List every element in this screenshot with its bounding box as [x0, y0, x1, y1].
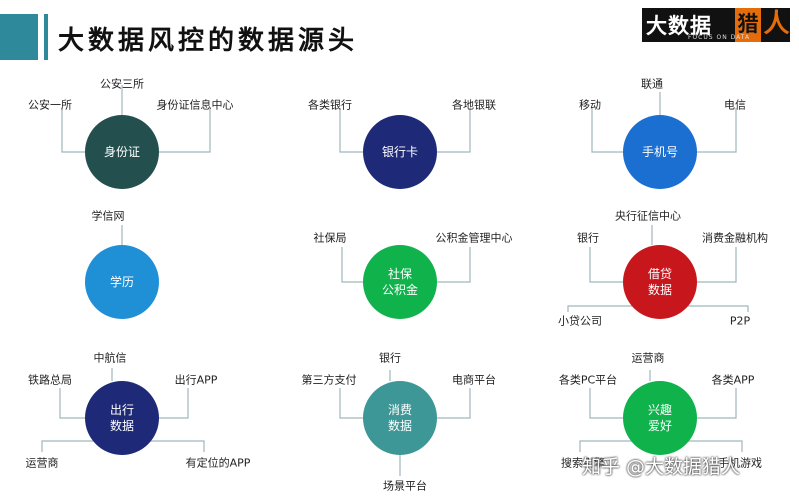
leaf-label-phone-2: 电信: [724, 99, 746, 112]
node-circle-phone: [623, 115, 697, 189]
leaf-label-loan-0: 银行: [577, 231, 599, 245]
leaf-label-id-2: 身份证信息中心: [157, 98, 234, 112]
connector-consume-0: [339, 388, 363, 419]
connector-interest-0: [589, 388, 623, 419]
leaf-label-travel-4: 有定位的APP: [186, 456, 251, 470]
connector-interest-4: [683, 440, 743, 452]
node-circle-loan: [623, 245, 697, 319]
logo-subtitle: FOCUS ON DATA: [688, 34, 751, 41]
node-label-interest: 兴趣: [648, 402, 672, 417]
logo-main-text: 大数据: [646, 14, 712, 38]
leaf-label-social-0: 社保局: [314, 231, 347, 245]
leaf-label-phone-0: 移动: [579, 99, 601, 112]
leaf-label-consume-3: 场景平台: [383, 479, 427, 493]
node-label-social: 社保: [388, 266, 412, 281]
connector-loan-3: [567, 305, 636, 312]
node-circle-interest: [623, 381, 697, 455]
node-group-edu: 学历 学信网: [85, 209, 159, 319]
connector-loan-0: [589, 247, 623, 283]
connector-social-1: [437, 247, 471, 283]
node-group-bank: 银行卡 各类银行 各地银联: [308, 98, 496, 189]
leaf-label-interest-3: 搜索引擎: [561, 456, 605, 470]
connector-travel-4: [145, 440, 205, 452]
node-label-consume: 数据: [388, 418, 412, 433]
node-label-loan: 借贷: [648, 267, 672, 281]
connector-bank-0: [339, 108, 363, 153]
connector-consume-2: [437, 388, 471, 419]
node-circle-travel: [85, 381, 159, 455]
node-circle-id: [85, 115, 159, 189]
connector-loan-2: [697, 247, 737, 283]
connector-bank-1: [437, 108, 471, 153]
connector-id-2: [159, 108, 211, 153]
leaf-label-social-1: 公积金管理中心: [436, 231, 513, 245]
leaf-label-loan-3: 小贷公司: [558, 314, 602, 328]
leaf-label-interest-0: 各类PC平台: [559, 373, 617, 387]
page-title: 大数据风控的数据源头: [58, 26, 359, 56]
connector-phone-2: [697, 108, 737, 153]
leaf-label-travel-0: 铁路总局: [28, 373, 72, 387]
leaf-label-consume-2: 电商平台: [452, 373, 496, 387]
leaf-label-bank-1: 各地银联: [452, 98, 496, 112]
node-label-consume: 消费: [388, 403, 412, 417]
node-label-interest: 爱好: [648, 419, 672, 433]
leaf-label-consume-1: 银行: [379, 351, 401, 365]
watermark: 知乎 @大数据猎人: [582, 456, 741, 478]
node-label-travel: 出行: [110, 403, 134, 417]
connector-loan-4: [684, 305, 749, 312]
node-label-travel: 数据: [110, 418, 134, 433]
node-label-edu: 学历: [110, 274, 134, 289]
header-accent-bar: [0, 14, 38, 60]
node-label-social: 公积金: [382, 282, 418, 297]
leaf-label-edu-0: 学信网: [92, 209, 125, 223]
node-circle-edu: [85, 245, 159, 319]
node-circle-consume: [363, 381, 437, 455]
leaf-label-loan-4: P2P: [730, 315, 751, 328]
leaf-label-id-0: 公安一所: [28, 98, 72, 112]
leaf-label-interest-4: 手机游戏: [718, 456, 762, 470]
leaf-label-consume-0: 第三方支付: [302, 373, 357, 387]
node-label-loan: 数据: [648, 282, 672, 297]
logo-person-text: 人: [763, 9, 790, 39]
node-label-id: 身份证: [104, 144, 140, 159]
node-label-phone: 手机号: [642, 145, 678, 159]
leaf-label-loan-1: 央行征信中心: [615, 210, 681, 223]
leaf-label-travel-2: 出行APP: [175, 373, 218, 387]
node-circle-social: [363, 245, 437, 319]
leaf-label-interest-2: 各类APP: [712, 373, 755, 387]
node-circle-bank: [363, 115, 437, 189]
connector-id-0: [61, 108, 85, 153]
leaf-label-id-1: 公安三所: [100, 77, 144, 91]
leaf-label-bank-0: 各类银行: [308, 98, 352, 112]
connector-travel-2: [159, 388, 189, 419]
leaf-label-phone-1: 联通: [641, 78, 663, 91]
connector-interest-2: [697, 388, 737, 419]
connector-travel-3: [41, 440, 99, 452]
logo-accent-text: 猎: [735, 8, 761, 42]
logo: 大数据 猎 人 FOCUS ON DATA: [642, 8, 790, 42]
connector-interest-3: [579, 440, 637, 452]
node-label-bank: 银行卡: [382, 145, 418, 159]
connector-phone-0: [591, 108, 623, 153]
leaf-label-interest-1: 运营商: [632, 351, 665, 365]
leaf-label-travel-3: 运营商: [26, 456, 59, 470]
connector-travel-0: [59, 388, 85, 419]
leaf-label-loan-2: 消费金融机构: [702, 231, 768, 245]
leaf-label-travel-1: 中航信: [94, 351, 127, 365]
connector-social-0: [341, 247, 363, 283]
header-accent-line: [44, 14, 48, 60]
